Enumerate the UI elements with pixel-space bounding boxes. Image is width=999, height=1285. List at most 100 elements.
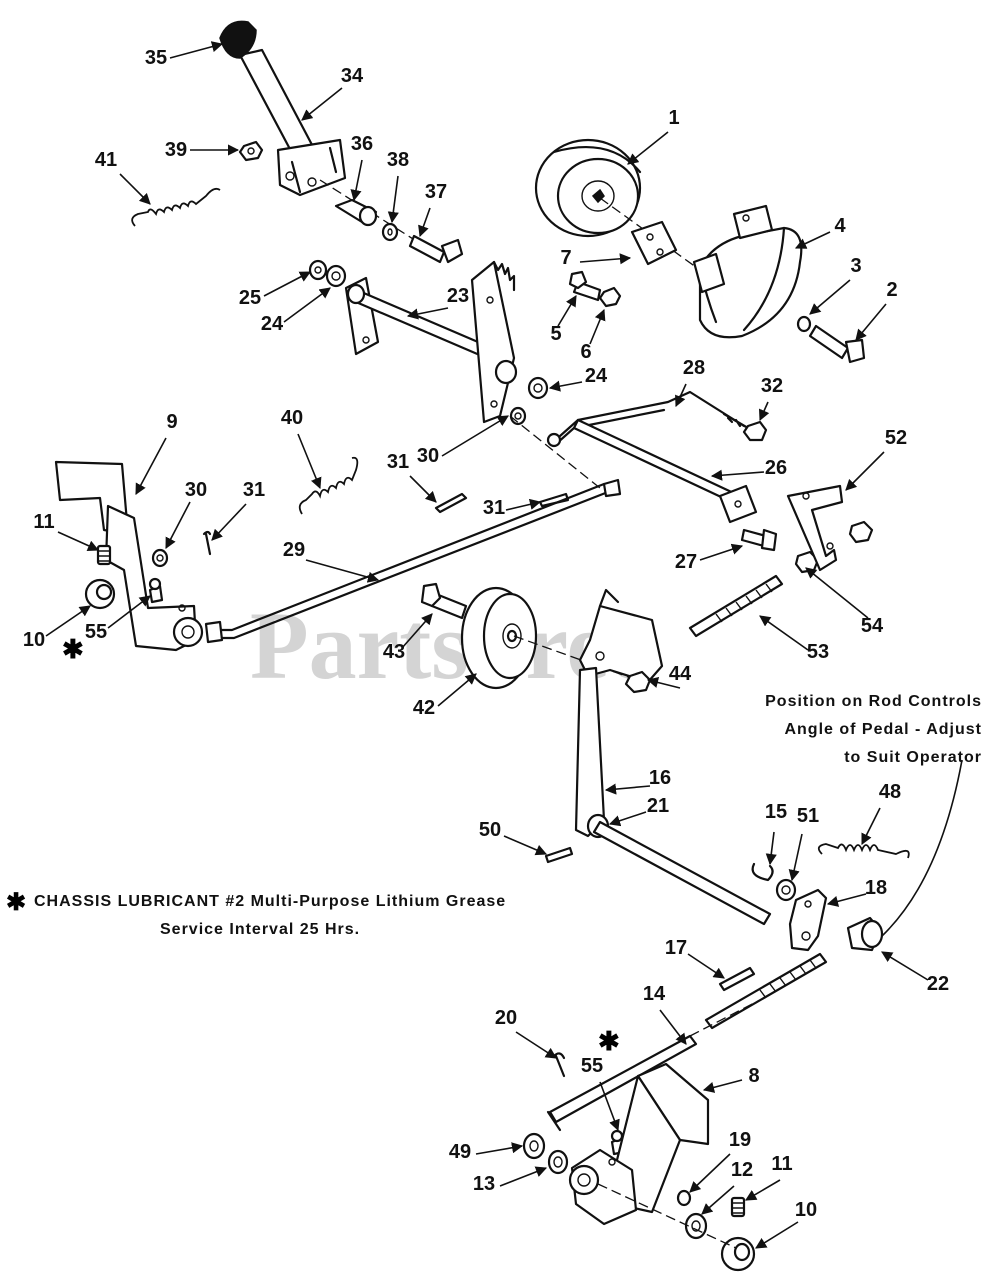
nut-44: [624, 670, 652, 694]
callout-leader-10: [45, 605, 91, 637]
callout-label-31: 31: [483, 497, 505, 519]
setscrew-11-left: [96, 544, 112, 566]
callout-label-41: 41: [95, 149, 117, 171]
callout-label-11: 11: [33, 511, 54, 533]
bolt-43: [420, 582, 468, 620]
callout-leader-52: [845, 451, 885, 491]
rod-note-leader: [881, 759, 963, 937]
washer-13: [547, 1149, 569, 1175]
callout-label-17: 17: [665, 937, 687, 959]
brake-shaft-23: [344, 260, 518, 424]
callout-leader-19: [689, 1153, 731, 1193]
idler-pulley-42: [460, 586, 538, 690]
callout-label-32: 32: [761, 375, 783, 397]
knob-22: [846, 916, 884, 952]
callout-leader-7: [579, 253, 632, 265]
washer-3: [796, 315, 812, 333]
callout-label-5: 5: [550, 323, 561, 345]
washer-25: [308, 259, 328, 281]
callout-label-44: 44: [669, 663, 692, 685]
pin-50: [544, 846, 574, 864]
callout-label-49: 49: [449, 1141, 471, 1163]
bolt-37: [408, 234, 464, 264]
callout-label-11: 11: [771, 1153, 792, 1175]
callout-leader-40: [297, 433, 322, 490]
callout-leader-3: [809, 279, 851, 315]
callout-leader-25: [263, 271, 311, 297]
pin-15: [751, 862, 774, 882]
callout-label-31: 31: [387, 451, 409, 473]
callout-leader-30: [441, 415, 509, 457]
callout-label-42: 42: [413, 697, 435, 719]
washer-49: [522, 1132, 546, 1160]
washer-12: [684, 1212, 708, 1240]
callout-leader-12: [701, 1185, 735, 1215]
callout-label-21: 21: [647, 795, 669, 817]
callout-label-24: 24: [585, 365, 608, 387]
collar-10-lower: [720, 1236, 756, 1272]
callout-label-23: 23: [447, 285, 469, 307]
callout-leader-27: [699, 543, 744, 561]
callout-leader-6: [589, 308, 606, 345]
callout-leader-17: [687, 953, 725, 979]
callout-label-54: 54: [861, 615, 884, 637]
callout-label-55: 55: [581, 1055, 603, 1077]
lube-symbol: ✱: [6, 889, 26, 916]
callout-label-31: 31: [243, 479, 265, 501]
callout-label-30: 30: [185, 479, 207, 501]
callout-label-25: 25: [239, 287, 261, 309]
callout-label-3: 3: [850, 255, 861, 277]
nut-54-right: [848, 520, 874, 544]
callout-leader-41: [119, 173, 151, 205]
bolt-2: [808, 324, 866, 364]
spacer-36: [334, 198, 378, 227]
callout-label-9: 9: [166, 411, 177, 433]
callout-label-37: 37: [425, 181, 447, 203]
pin-31-c: [202, 530, 212, 556]
callout-label-20: 20: [495, 1007, 517, 1029]
callout-leader-32: [758, 401, 770, 422]
callout-leader-21: [608, 811, 647, 827]
lube-marker-left: ✱: [62, 634, 84, 664]
callout-label-40: 40: [281, 407, 303, 429]
bracket-52: [786, 484, 844, 572]
spring-41: [131, 187, 221, 227]
callout-leader-53: [759, 615, 809, 651]
callout-label-1: 1: [668, 107, 679, 129]
callout-leader-26: [710, 469, 765, 481]
callout-leader-50: [503, 835, 548, 856]
collar-10-left: [84, 578, 116, 610]
callout-label-2: 2: [886, 279, 897, 301]
callout-leader-38: [387, 175, 399, 224]
lube-note-line2: Service Interval 25 Hrs.: [160, 921, 360, 938]
callout-leader-11: [745, 1179, 781, 1201]
callout-label-16: 16: [649, 767, 671, 789]
callout-leader-24: [283, 287, 331, 323]
callout-leader-18: [826, 893, 867, 907]
rod-14: [548, 1034, 698, 1124]
callout-leader-5: [557, 295, 577, 327]
callout-leader-29: [305, 559, 380, 583]
clutch-pedal-9: [54, 460, 204, 652]
callout-label-14: 14: [643, 983, 666, 1005]
callout-leader-2: [855, 303, 887, 341]
callout-leader-35: [169, 41, 224, 59]
callout-leader-48: [861, 807, 881, 846]
callout-leader-44: [646, 677, 681, 689]
callout-leader-34: [301, 87, 343, 121]
brake-pedal-lever: [219, 20, 347, 197]
callout-label-12: 12: [731, 1159, 753, 1181]
callout-label-43: 43: [383, 641, 405, 663]
threaded-rod-53: [688, 574, 784, 638]
callout-label-36: 36: [351, 133, 373, 155]
callout-label-51: 51: [797, 805, 819, 827]
callout-label-27: 27: [675, 551, 697, 573]
callout-leader-24: [548, 380, 583, 392]
callout-label-10: 10: [795, 1199, 817, 1221]
callout-leader-31: [409, 475, 437, 503]
bushing-24-upper: [325, 264, 347, 288]
brake-bracket-7: [630, 220, 678, 266]
